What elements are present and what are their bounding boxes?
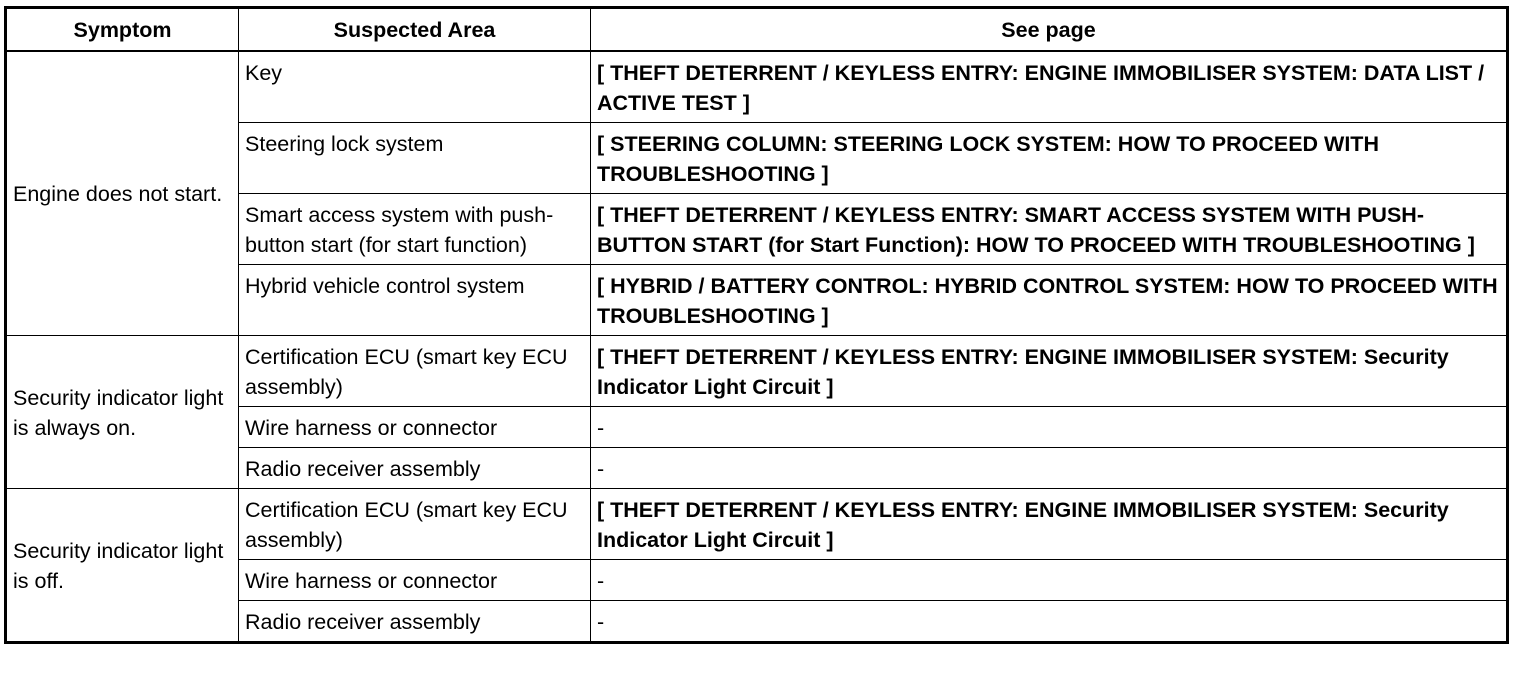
suspected-area-cell: Radio receiver assembly	[238, 446, 591, 489]
header-row: Symptom Suspected Area See page	[5, 7, 1508, 52]
table-row: Security indicator light is off. Certifi…	[5, 487, 1508, 643]
see-page-link[interactable]: [ THEFT DETERRENT / KEYLESS ENTRY: SMART…	[590, 192, 1508, 265]
suspected-area-cell: Key	[238, 50, 591, 123]
header-see-page: See page	[590, 7, 1508, 52]
suspected-area-cell: Certification ECU (smart key ECU assembl…	[238, 334, 591, 407]
see-page-link[interactable]: [ STEERING COLUMN: STEERING LOCK SYSTEM:…	[590, 121, 1508, 194]
suspected-area-cell: Wire harness or connector	[238, 558, 591, 601]
see-page-link[interactable]: [ THEFT DETERRENT / KEYLESS ENTRY: ENGIN…	[590, 487, 1508, 560]
see-page-link[interactable]: [ HYBRID / BATTERY CONTROL: HYBRID CONTR…	[590, 263, 1508, 336]
suspected-area-cell: Radio receiver assembly	[238, 599, 591, 643]
table-row: Steering lock system [ STEERING COLUMN: …	[6, 121, 1508, 194]
header-suspected-area: Suspected Area	[238, 7, 591, 52]
table-row: Radio receiver assembly -	[6, 446, 1508, 489]
table-row: Wire harness or connector -	[6, 558, 1508, 601]
symptom-cell: Security indicator light is off.	[5, 487, 239, 643]
see-page-cell: -	[590, 558, 1508, 601]
symptom-cell: Security indicator light is always on.	[5, 334, 239, 489]
header-symptom: Symptom	[5, 7, 239, 52]
see-page-cell: -	[590, 599, 1508, 643]
suspected-area-cell: Smart access system with push-button sta…	[238, 192, 591, 265]
see-page-link[interactable]: [ THEFT DETERRENT / KEYLESS ENTRY: ENGIN…	[590, 50, 1508, 123]
table-row: Radio receiver assembly -	[6, 599, 1508, 643]
suspected-area-cell: Steering lock system	[238, 121, 591, 194]
see-page-cell: -	[590, 446, 1508, 489]
problem-symptoms-table: Symptom Suspected Area See page Engine d…	[4, 6, 1509, 644]
suspected-area-cell: Wire harness or connector	[238, 405, 591, 448]
table-row: Hybrid vehicle control system [ HYBRID /…	[6, 263, 1508, 336]
suspected-area-cell: Hybrid vehicle control system	[238, 263, 591, 336]
suspected-area-cell: Certification ECU (smart key ECU assembl…	[238, 487, 591, 560]
see-page-cell: -	[590, 405, 1508, 448]
see-page-link[interactable]: [ THEFT DETERRENT / KEYLESS ENTRY: ENGIN…	[590, 334, 1508, 407]
table-row: Engine does not start. Key [ THEFT DETER…	[5, 50, 1508, 336]
symptom-cell: Engine does not start.	[5, 50, 239, 336]
table-row: Security indicator light is always on. C…	[5, 334, 1508, 489]
